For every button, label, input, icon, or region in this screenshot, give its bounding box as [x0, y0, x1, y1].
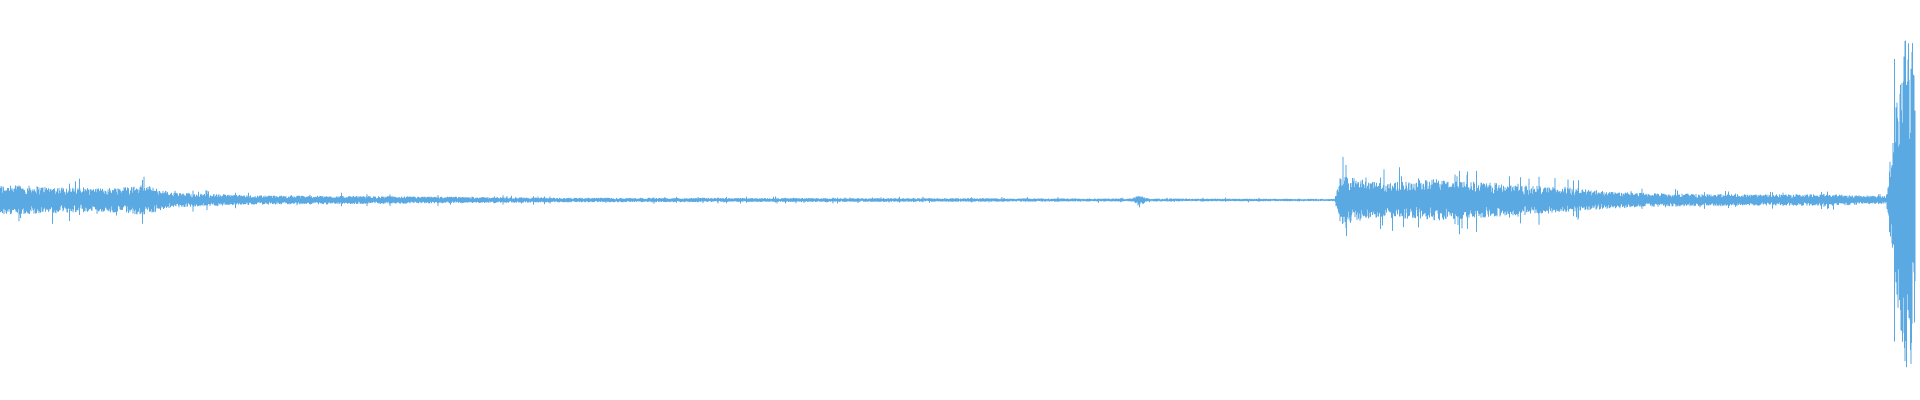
waveform-trace	[0, 40, 1916, 368]
